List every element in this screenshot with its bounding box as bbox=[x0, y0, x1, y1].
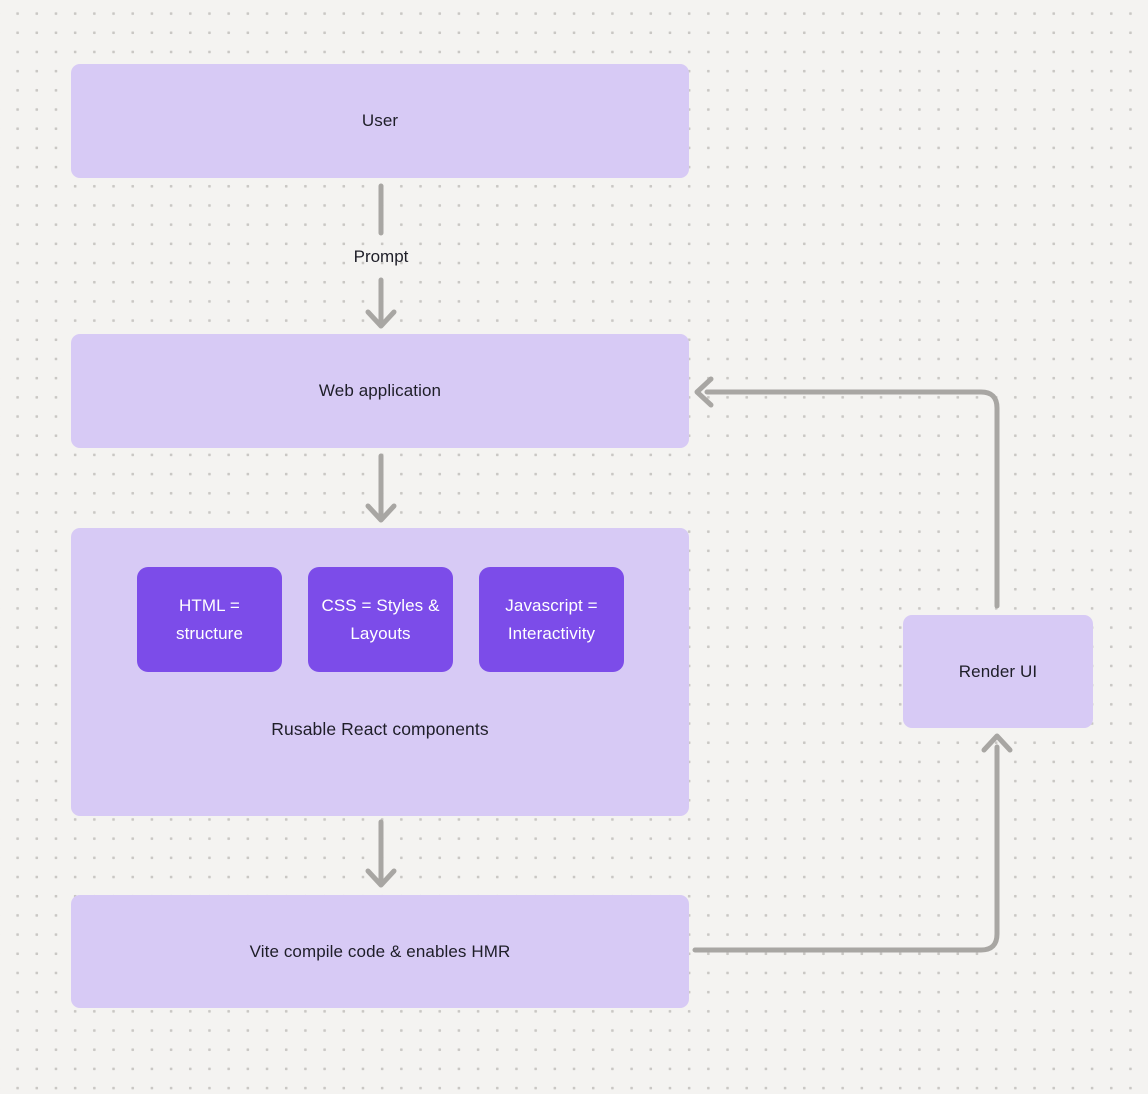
node-components-group: HTML = structure CSS = Styles & Layouts … bbox=[71, 528, 689, 816]
edge-segment bbox=[692, 744, 1000, 953]
arrowhead-up-icon bbox=[981, 733, 1013, 753]
node-web-application: Web application bbox=[71, 334, 689, 448]
edge-render-ui-to-webapp bbox=[694, 376, 1000, 609]
edge-label-prompt: Prompt bbox=[353, 247, 409, 266]
node-render-ui-label: Render UI bbox=[958, 661, 1038, 681]
node-web-application-label: Web application bbox=[318, 381, 442, 400]
edge-segment bbox=[704, 389, 1000, 609]
edge-webapp-to-group bbox=[365, 453, 397, 523]
chip-html-label: HTML = structure bbox=[175, 595, 244, 643]
components-group-caption: Rusable React components bbox=[271, 719, 489, 739]
chip-javascript-label: Javascript = Interactivity bbox=[505, 595, 598, 643]
chip-row: HTML = structure CSS = Styles & Layouts … bbox=[137, 567, 624, 672]
arrowhead-down-icon bbox=[365, 503, 397, 523]
node-render-ui: Render UI bbox=[903, 615, 1093, 728]
edge-vite-to-render-ui bbox=[692, 733, 1013, 953]
arrowhead-down-icon bbox=[365, 868, 397, 888]
chip-css-label: CSS = Styles & Layouts bbox=[321, 595, 440, 643]
node-user-label: User bbox=[361, 111, 399, 130]
node-user: User bbox=[71, 64, 689, 178]
edge-group-to-vite bbox=[365, 819, 397, 888]
edge-user-to-webapp bbox=[365, 183, 397, 329]
chip-javascript: Javascript = Interactivity bbox=[479, 567, 624, 672]
node-vite-label: Vite compile code & enables HMR bbox=[249, 941, 511, 961]
arrowhead-left-icon bbox=[694, 376, 714, 408]
chip-css: CSS = Styles & Layouts bbox=[308, 567, 453, 672]
chip-html: HTML = structure bbox=[137, 567, 282, 672]
arrowhead-down-icon bbox=[365, 309, 397, 329]
node-vite: Vite compile code & enables HMR bbox=[71, 895, 689, 1008]
